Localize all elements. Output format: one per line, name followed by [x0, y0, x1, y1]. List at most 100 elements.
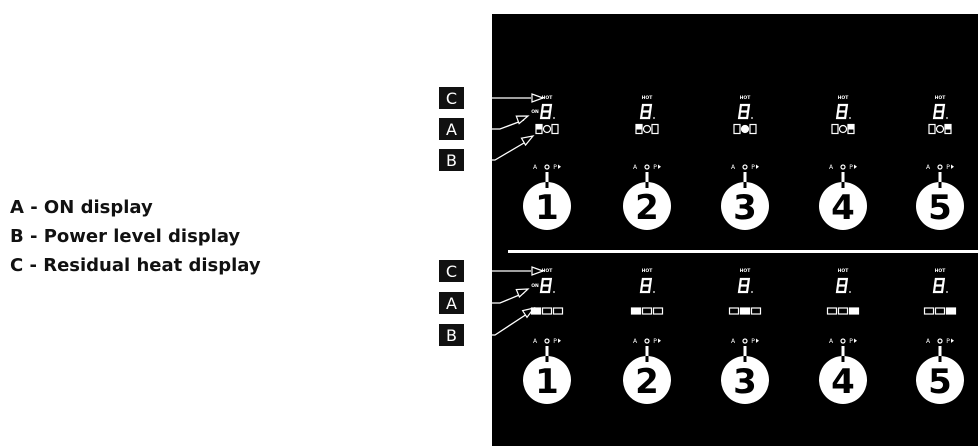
- indicator-segment: [749, 123, 757, 135]
- callout-a: A: [439, 288, 530, 314]
- knob-number: 5: [928, 362, 952, 402]
- indicator-bar: [552, 307, 564, 315]
- control-label-power: P: [946, 164, 950, 171]
- indicator-bar: [826, 307, 838, 315]
- callout-letter: A: [446, 294, 457, 313]
- power-level-indicator: [733, 123, 757, 135]
- legend: A - ON display B - Power level display C…: [10, 193, 261, 280]
- callout-box: [439, 149, 464, 171]
- callout-leader: [464, 119, 525, 130]
- zone-layer: HOTON81APHOT82APHOT83APHOT84APHOT85APHOT…: [523, 95, 964, 404]
- control-off-icon: [840, 164, 846, 170]
- cooking-zone: HOT85AP: [916, 95, 964, 230]
- on-label: ON: [531, 109, 539, 115]
- indicator-circle: [642, 124, 652, 134]
- callout-arrowhead: [531, 266, 545, 276]
- power-level-indicator: [923, 307, 957, 315]
- cooking-zone: HOT82AP: [623, 95, 671, 230]
- callout-b: B: [439, 135, 535, 171]
- indicator-bar: [750, 307, 762, 315]
- hot-label: HOT: [935, 95, 947, 101]
- digit-decimal-dot: [946, 117, 948, 119]
- power-level-indicator: [630, 307, 664, 315]
- digit-decimal-dot: [849, 117, 851, 119]
- indicator-segment: [831, 123, 839, 135]
- indicator-bar: [630, 307, 642, 315]
- indicator-segment-fill: [945, 124, 951, 130]
- control-label-auto: A: [829, 164, 834, 171]
- indicator-circle: [740, 124, 750, 134]
- callout-letter: C: [446, 262, 457, 281]
- control-off-icon: [840, 338, 846, 344]
- callout-c: C: [439, 260, 545, 282]
- callout-letter: A: [446, 120, 457, 139]
- play-arrow-icon: [756, 338, 759, 343]
- control-label-auto: A: [829, 338, 834, 345]
- play-arrow-icon: [854, 164, 857, 169]
- panel-divider: [508, 250, 978, 253]
- callout-box: [439, 118, 464, 140]
- play-arrow-icon: [558, 338, 561, 343]
- control-off-icon: [742, 164, 748, 170]
- seven-segment-digit: 8: [932, 277, 948, 294]
- callout-a: A: [439, 115, 530, 140]
- hot-label: HOT: [740, 95, 752, 101]
- cooking-zone: HOT82AP: [623, 268, 671, 404]
- knob-disc: [819, 182, 867, 230]
- knob-number: 1: [535, 188, 559, 228]
- power-level-indicator: [535, 123, 559, 135]
- control-label-power: P: [553, 164, 557, 171]
- callout-letter: B: [446, 326, 457, 345]
- callout-leader: [464, 311, 531, 336]
- legend-item-residual-heat: C - Residual heat display: [10, 255, 261, 276]
- knob-disc: [721, 182, 769, 230]
- seven-segment-digit: 8: [539, 103, 555, 120]
- callout-box: [439, 292, 464, 314]
- digit-decimal-dot: [653, 117, 655, 119]
- knob-disc: [523, 182, 571, 230]
- control-row: HOTON81APHOT82APHOT83APHOT84APHOT85AP: [523, 95, 964, 230]
- power-level-indicator: [635, 123, 659, 135]
- play-arrow-icon: [558, 164, 561, 169]
- callout-leader: [464, 292, 525, 304]
- cooking-zone: HOT83AP: [721, 95, 769, 230]
- callout-arrowhead: [520, 135, 535, 147]
- control-label-power: P: [653, 338, 657, 345]
- cooking-zone: HOT85AP: [916, 268, 964, 404]
- knob-disc: [916, 356, 964, 404]
- on-label: ON: [531, 283, 539, 289]
- indicator-segment: [651, 123, 659, 135]
- control-off-icon: [544, 338, 550, 344]
- control-label-auto: A: [926, 164, 931, 171]
- power-level-indicator: [928, 123, 952, 135]
- legend-item-on-display: A - ON display: [10, 197, 153, 218]
- control-label-power: P: [751, 338, 755, 345]
- indicator-bar: [728, 307, 740, 315]
- callout-letter: B: [446, 151, 457, 170]
- indicator-bar: [641, 307, 653, 315]
- indicator-bar: [530, 307, 542, 315]
- control-label-power: P: [751, 164, 755, 171]
- control-off-icon: [742, 338, 748, 344]
- knob-number: 3: [733, 362, 757, 402]
- cooking-zone: HOT84AP: [819, 268, 867, 404]
- digit-decimal-dot: [946, 291, 948, 293]
- callout-leader: [464, 139, 530, 161]
- callout-letter: C: [446, 89, 457, 108]
- indicator-circle: [542, 124, 552, 134]
- knob-disc: [623, 356, 671, 404]
- control-label-auto: A: [533, 338, 538, 345]
- control-label-auto: A: [633, 164, 638, 171]
- digit-decimal-dot: [751, 291, 753, 293]
- play-arrow-icon: [951, 338, 954, 343]
- indicator-bar: [848, 307, 860, 315]
- knob-number: 1: [535, 362, 559, 402]
- play-arrow-icon: [756, 164, 759, 169]
